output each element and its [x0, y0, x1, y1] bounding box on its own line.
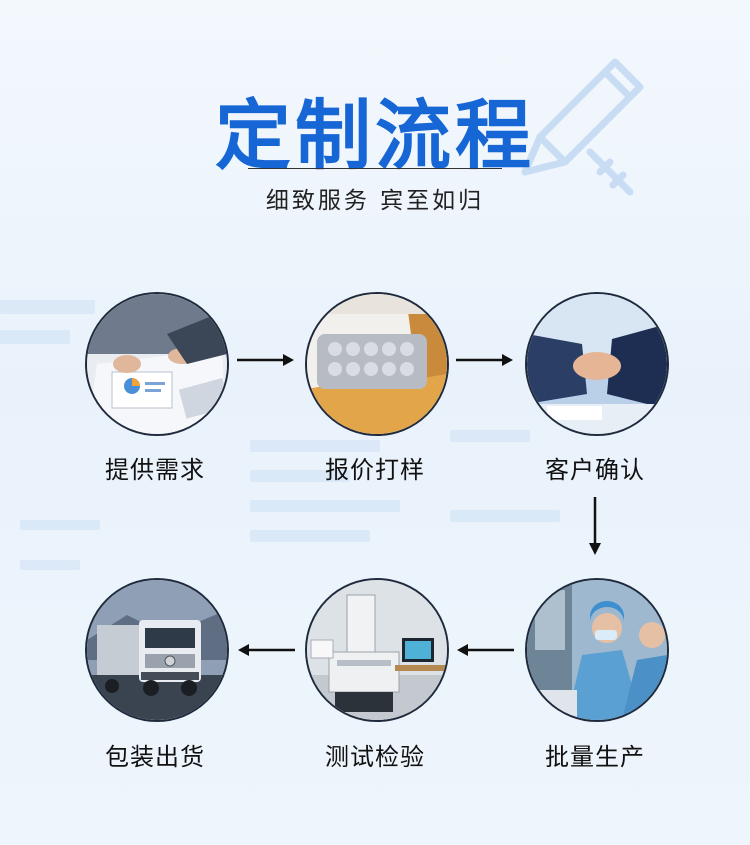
arrow-left-icon [238, 644, 295, 656]
inspection-machine-photo [307, 580, 447, 720]
delivery-truck-photo [87, 580, 227, 720]
step-label-shipping: 包装出货 [105, 743, 205, 771]
factory-workers-photo [527, 580, 667, 720]
step-image-requirements [85, 292, 229, 436]
step-label-quotation: 报价打样 [325, 456, 425, 484]
arrow-left-icon [457, 644, 514, 656]
arrow-right-icon [456, 354, 513, 366]
handshake-photo [527, 294, 667, 434]
page-subtitle: 细致服务 宾至如归 [265, 188, 485, 214]
step-image-quotation [305, 292, 449, 436]
arrow-down-icon [589, 497, 601, 555]
step-label-confirmation: 客户确认 [545, 456, 645, 484]
step-label-production: 批量生产 [545, 743, 645, 771]
step-label-inspection: 测试检验 [325, 743, 425, 771]
business-meeting-photo [87, 294, 227, 434]
step-image-production [525, 578, 669, 722]
pencil-icon [521, 58, 644, 196]
arrow-right-icon [237, 354, 294, 366]
step-label-requirements: 提供需求 [105, 456, 205, 484]
title-divider [248, 168, 502, 169]
page-title: 定制流程 [215, 91, 535, 180]
packaging-box-photo [307, 294, 447, 434]
step-image-shipping [85, 578, 229, 722]
step-image-inspection [305, 578, 449, 722]
step-image-confirmation [525, 292, 669, 436]
